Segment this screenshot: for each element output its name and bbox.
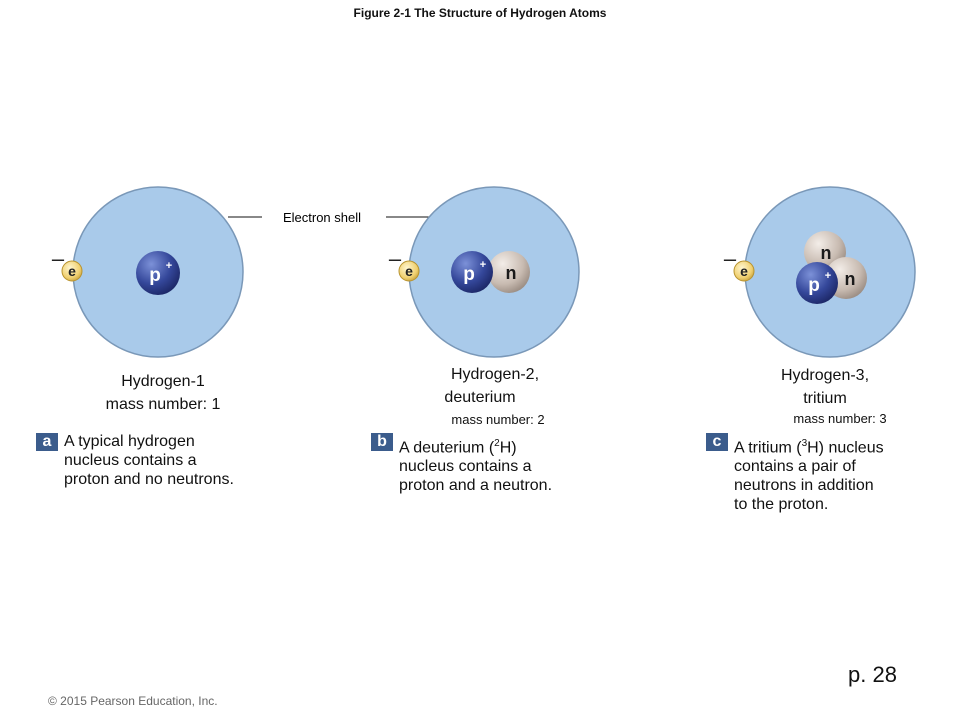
- svg-text:n: n: [506, 263, 517, 283]
- atom3-name-line2: tritium: [803, 390, 847, 407]
- label-tag-a: a: [36, 433, 58, 451]
- description-b-line: nucleus contains a: [399, 458, 532, 476]
- svg-text:–: –: [52, 246, 65, 271]
- description-c-line: neutrons in addition: [734, 477, 874, 495]
- electron-1: e –: [52, 246, 83, 282]
- atom3-name-line1: Hydrogen-3,: [780, 367, 870, 384]
- svg-text:n: n: [821, 243, 832, 263]
- svg-text:n: n: [845, 269, 856, 289]
- figure-title: Figure 2-1 The Structure of Hydrogen Ato…: [353, 6, 607, 20]
- svg-text:p: p: [463, 264, 475, 285]
- description-c-line: A tritium (3H) nucleus: [734, 438, 884, 457]
- description-a: A typical hydrogen nucleus contains a pr…: [64, 432, 304, 489]
- atom3-mass-number: mass number: 3: [793, 411, 887, 426]
- atom-hydrogen-1: p + e –: [52, 186, 244, 358]
- page-number: p. 28: [848, 662, 897, 687]
- atom2-mass-number: mass number: 2: [451, 412, 545, 427]
- svg-text:+: +: [166, 260, 172, 272]
- description-a-line: proton and no neutrons.: [64, 471, 234, 488]
- copyright-text: © 2015 Pearson Education, Inc.: [48, 694, 218, 708]
- atom-hydrogen-2: n p + e –: [389, 186, 580, 358]
- svg-text:p: p: [808, 275, 820, 296]
- svg-text:+: +: [480, 259, 486, 271]
- description-b-line: proton and a neutron.: [399, 477, 553, 495]
- proton-3: p +: [796, 262, 838, 304]
- svg-text:–: –: [389, 246, 402, 271]
- svg-text:p: p: [149, 265, 161, 286]
- description-c: A tritium (3H) nucleus contains a pair o…: [734, 434, 954, 514]
- electron-2: e –: [389, 246, 420, 282]
- svg-text:+: +: [825, 270, 831, 282]
- description-c-line: contains a pair of: [734, 458, 856, 476]
- label-tag-c: c: [706, 433, 728, 451]
- svg-text:e: e: [68, 263, 76, 279]
- description-a-line: nucleus contains a: [64, 452, 197, 469]
- description-c-line: to the proton.: [734, 496, 829, 514]
- electron-3: e –: [724, 246, 755, 282]
- description-a-line: A typical hydrogen: [64, 433, 195, 450]
- proton-1: p +: [136, 251, 180, 295]
- atom1-name: Hydrogen-1: [121, 373, 205, 390]
- proton-2: p +: [451, 251, 493, 293]
- svg-text:e: e: [405, 263, 413, 279]
- svg-text:e: e: [740, 263, 748, 279]
- atom-hydrogen-3: n n p + e –: [724, 186, 916, 358]
- svg-text:–: –: [724, 246, 737, 271]
- atom2-name-line1: Hydrogen-2,: [450, 366, 540, 383]
- atom1-mass-number: mass number: 1: [105, 396, 221, 413]
- electron-shell-label: Electron shell: [283, 210, 361, 225]
- description-b: A deuterium (2H) nucleus contains a prot…: [399, 434, 639, 495]
- description-b-line: A deuterium (2H): [399, 438, 517, 457]
- label-tag-b: b: [371, 433, 393, 451]
- atom2-name-line2: deuterium: [444, 389, 516, 406]
- neutron-2: n: [488, 251, 530, 293]
